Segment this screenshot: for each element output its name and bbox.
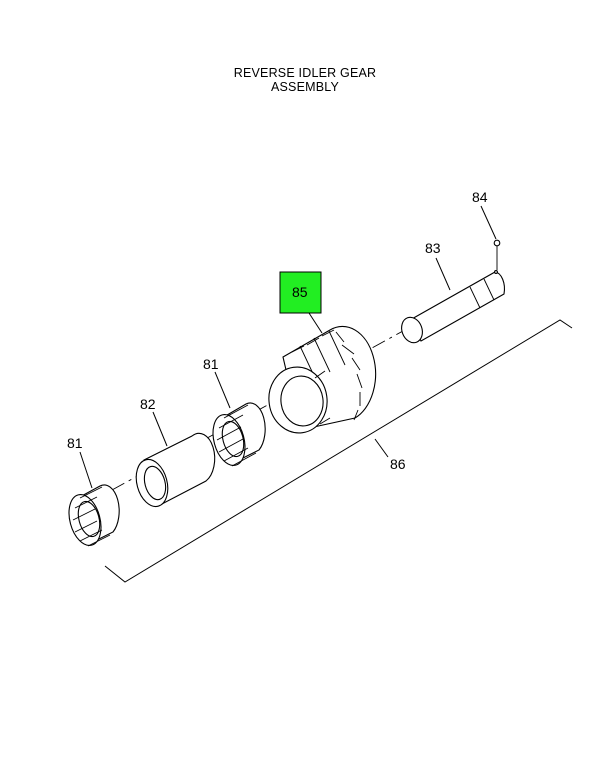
callout-83: 83 bbox=[425, 240, 441, 256]
callout-81-upper: 81 bbox=[203, 356, 219, 372]
part-82-spacer bbox=[135, 432, 216, 508]
assembly-bracket bbox=[104, 319, 573, 583]
callout-81-lower: 81 bbox=[67, 435, 83, 451]
diagram-title-line-1: REVERSE IDLER GEAR bbox=[233, 66, 377, 80]
part-84-pin bbox=[493, 239, 501, 270]
callout-85: 85 bbox=[292, 284, 308, 300]
part-81-bearing-upper bbox=[212, 402, 266, 467]
leader-lines bbox=[79, 205, 497, 489]
part-85-gear bbox=[268, 325, 377, 434]
callout-84: 84 bbox=[472, 189, 488, 205]
highlight-box-85 bbox=[279, 271, 322, 314]
callout-86: 86 bbox=[390, 456, 406, 472]
part-81-bearing-lower bbox=[68, 484, 120, 547]
part-83-shaft bbox=[401, 270, 505, 344]
diagram-title-line-2: ASSEMBLY bbox=[270, 80, 340, 94]
callout-82: 82 bbox=[140, 396, 156, 412]
